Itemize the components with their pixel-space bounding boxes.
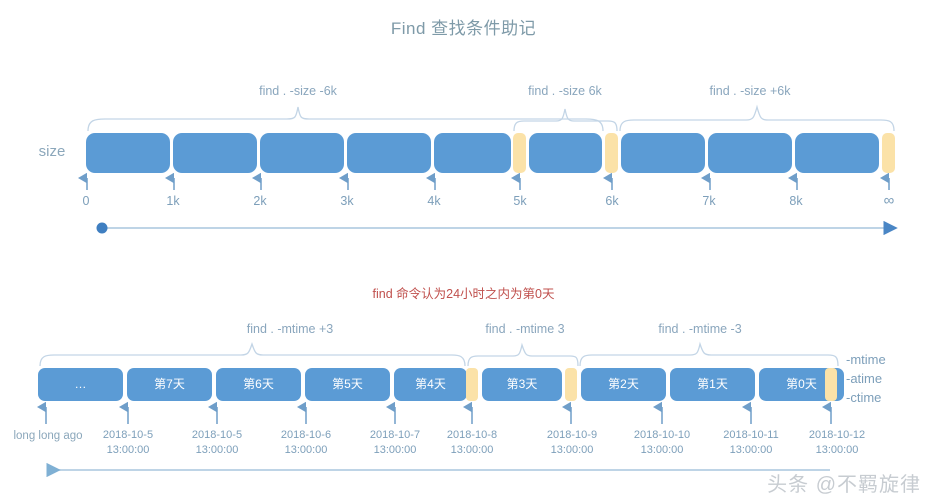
date-label-1: 2018-10-5 13:00:00 — [88, 428, 168, 457]
date-label-6: 2018-10-9 13:00:00 — [532, 428, 612, 457]
size-divider-inf — [882, 133, 895, 173]
date-label-3: 2018-10-6 13:00:00 — [266, 428, 346, 457]
size-tick-6k: 6k — [605, 194, 619, 208]
brace-mtime-3 — [467, 342, 579, 367]
brace-size-eq6k — [513, 108, 618, 132]
size-bar-0-1k — [86, 133, 170, 173]
size-axis-line — [96, 220, 898, 236]
day-divider-b — [565, 368, 577, 401]
watermark: 头条 @不羁旋律 — [767, 474, 921, 496]
size-tick-5k: 5k — [513, 194, 527, 208]
time-value: 13:00:00 — [640, 443, 684, 456]
size-bar-1k-2k — [173, 133, 257, 173]
brace-label-mtime-plus3: find . -mtime +3 — [246, 322, 334, 336]
date-label-7: 2018-10-10 13:00:00 — [620, 428, 704, 457]
size-tick-infinity: ∞ — [883, 192, 895, 209]
date-value: 2018-10-7 — [369, 429, 421, 441]
size-bar-5k-6k — [529, 133, 602, 173]
size-tick-2k: 2k — [253, 194, 267, 208]
label-mtime: -mtime — [846, 352, 886, 367]
day-bar-3: 第3天 — [482, 368, 562, 401]
brace-mtime-minus3 — [579, 341, 839, 367]
size-bar-4k-5k — [434, 133, 511, 173]
origin-label: long long ago — [13, 430, 83, 442]
day-bar-5: 第5天 — [305, 368, 390, 401]
time-value: 13:00:00 — [450, 443, 494, 456]
time-attr-labels: -mtime -atime -ctime — [846, 350, 886, 407]
size-divider-5k — [513, 133, 526, 173]
brace-label-size-eq6k: find . -size 6k — [528, 84, 602, 98]
time-value: 13:00:00 — [729, 443, 773, 456]
brace-label-size-gt6k: find . -size +6k — [709, 84, 791, 98]
size-bar-6k-7k — [621, 133, 705, 173]
date-value: 2018-10-5 — [102, 429, 154, 441]
time-value: 13:00:00 — [373, 443, 417, 456]
size-tick-4k: 4k — [427, 194, 441, 208]
day-divider-a — [466, 368, 478, 401]
date-value: 2018-10-9 — [546, 429, 598, 441]
time-value: 13:00:00 — [195, 443, 239, 456]
red-note: find 命令认为24小时之内为第0天 — [372, 287, 555, 301]
label-atime: -atime — [846, 371, 883, 386]
label-ctime: -ctime — [846, 390, 882, 405]
size-tick-1k: 1k — [166, 194, 180, 208]
date-label-8: 2018-10-11 13:00:00 — [709, 428, 793, 457]
date-value: 2018-10-6 — [280, 429, 332, 441]
date-label-2: 2018-10-5 13:00:00 — [177, 428, 257, 457]
size-tick-3k: 3k — [340, 194, 354, 208]
size-divider-6k — [605, 133, 618, 173]
size-axis-label: size — [38, 143, 66, 160]
date-label-4: 2018-10-7 13:00:00 — [355, 428, 435, 457]
brace-size-lt6k — [87, 106, 604, 132]
date-label-5: 2018-10-8 13:00:00 — [432, 428, 512, 457]
date-label-9: 2018-10-12 13:00:00 — [795, 428, 879, 457]
date-value: 2018-10-11 — [723, 429, 779, 441]
date-value: 2018-10-12 — [808, 429, 866, 441]
brace-mtime-plus3 — [39, 341, 466, 367]
time-tick-arrows — [37, 401, 832, 424]
page-title: Find 查找条件助记 — [390, 19, 537, 38]
day-bar-4: 第4天 — [394, 368, 467, 401]
time-value: 13:00:00 — [815, 443, 859, 456]
day-bar-ellipsis: … — [38, 368, 123, 401]
size-tick-8k: 8k — [789, 194, 803, 208]
size-bar-3k-4k — [347, 133, 431, 173]
brace-label-mtime-3: find . -mtime 3 — [485, 322, 565, 336]
size-tick-7k: 7k — [702, 194, 716, 208]
date-value: 2018-10-8 — [446, 429, 498, 441]
brace-size-gt6k — [619, 104, 895, 132]
day-bar-6: 第6天 — [216, 368, 301, 401]
day-divider-c — [825, 368, 837, 401]
time-value: 13:00:00 — [550, 443, 594, 456]
day-bar-7: 第7天 — [127, 368, 212, 401]
date-value: 2018-10-10 — [633, 429, 691, 441]
brace-label-size-lt6k: find . -size -6k — [259, 84, 337, 98]
size-tick-arrows — [78, 172, 890, 190]
day-bar-2: 第2天 — [581, 368, 666, 401]
size-tick-0: 0 — [82, 194, 90, 208]
time-value: 13:00:00 — [284, 443, 328, 456]
size-bar-7k-8k — [708, 133, 792, 173]
date-value: 2018-10-5 — [191, 429, 243, 441]
time-value: 13:00:00 — [106, 443, 150, 456]
day-bar-1: 第1天 — [670, 368, 755, 401]
size-bar-8k-inf — [795, 133, 879, 173]
size-bar-2k-3k — [260, 133, 344, 173]
brace-label-mtime-minus3: find . -mtime -3 — [658, 322, 742, 336]
